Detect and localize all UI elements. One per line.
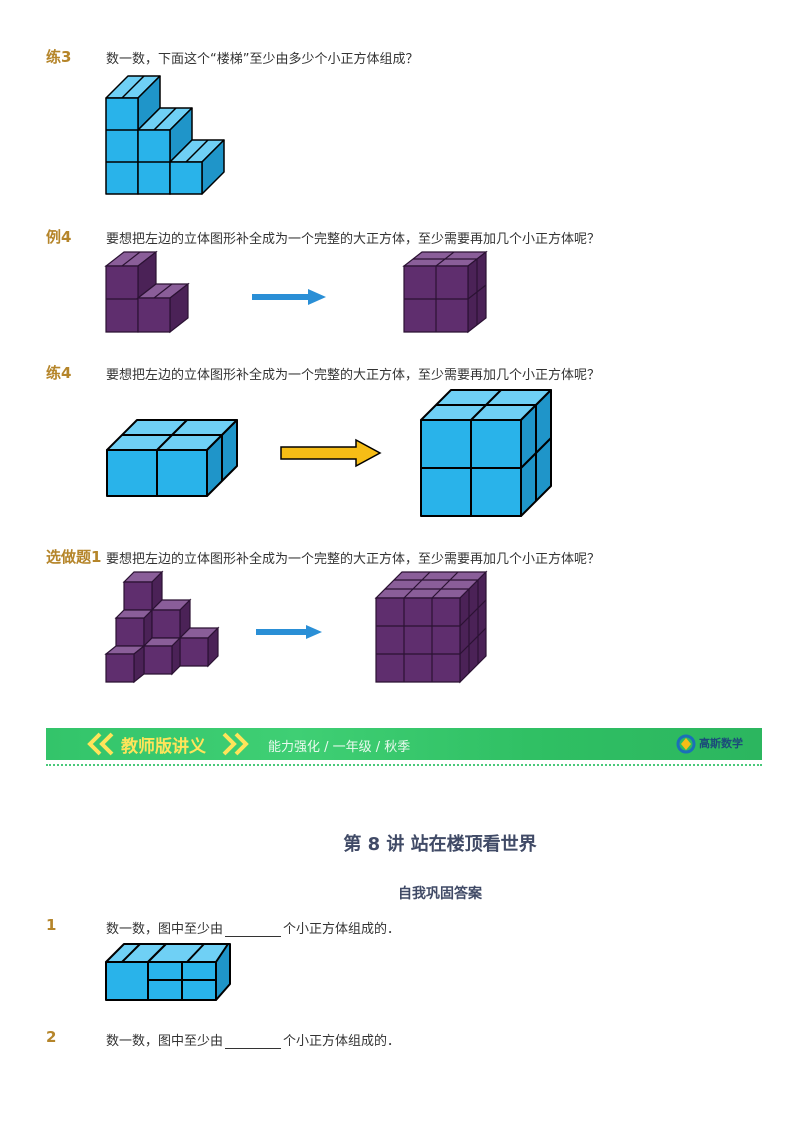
banner-subtitle: 能力强化 / 一年级 / 秋季: [268, 740, 411, 755]
answer-number: 1: [46, 916, 57, 934]
brand-name: 高斯数学: [699, 737, 743, 750]
answer-text-after: 个小正方体组成的．: [283, 1034, 401, 1049]
arrow-right-icon: [280, 438, 382, 468]
blue-cube-figure: [420, 389, 552, 517]
question-label: 练3: [46, 48, 72, 66]
lecture-banner: 教师版讲义 能力强化 / 一年级 / 秋季 高斯数学: [46, 728, 762, 760]
blue-row-figure: [105, 943, 231, 1001]
answer-blank[interactable]: [225, 1036, 282, 1049]
answer-text-before: 数一数，图中至少由: [106, 922, 224, 937]
staircase-cube-figure: [105, 75, 225, 195]
gauss-logo-icon: [676, 734, 696, 754]
question-label: 选做题1: [46, 548, 102, 566]
question-label: 练4: [46, 364, 72, 382]
double-chevron-left-icon: [87, 732, 114, 756]
dotted-divider: [46, 764, 762, 766]
section-title: 自我巩固答案: [398, 886, 482, 902]
arrow-right-icon: [256, 625, 322, 639]
question-label: 例4: [46, 228, 72, 246]
answer-text-after: 个小正方体组成的．: [283, 922, 401, 937]
question-text: 要想把左边的立体图形补全成为一个完整的大正方体，至少需要再加几个小正方体呢？: [106, 368, 601, 383]
answer-number: 2: [46, 1028, 57, 1046]
double-chevron-right-icon: [222, 732, 249, 756]
answer-text: 数一数，图中至少由 个小正方体组成的．: [106, 918, 400, 937]
question-text: 要想把左边的立体图形补全成为一个完整的大正方体，至少需要再加几个小正方体呢？: [106, 232, 601, 247]
lecture-title: 第 8 讲 站在楼顶看世界: [343, 834, 537, 855]
question-text: 要想把左边的立体图形补全成为一个完整的大正方体，至少需要再加几个小正方体呢？: [106, 552, 601, 567]
answer-text: 数一数，图中至少由 个小正方体组成的．: [106, 1030, 400, 1049]
purple-incomplete-figure: [104, 250, 190, 334]
question-text: 数一数，下面这个“楼梯”至少由多少个小正方体组成？: [106, 52, 419, 67]
answer-blank[interactable]: [225, 924, 282, 937]
purple-complete-cube-figure: [402, 250, 488, 334]
purple-pyramid-figure: [104, 570, 220, 684]
blue-slab-figure: [106, 419, 238, 497]
arrow-right-icon: [252, 289, 326, 305]
purple-big-cube-figure: [374, 570, 488, 684]
banner-title: 教师版讲义: [121, 737, 206, 757]
answer-text-before: 数一数，图中至少由: [106, 1034, 224, 1049]
